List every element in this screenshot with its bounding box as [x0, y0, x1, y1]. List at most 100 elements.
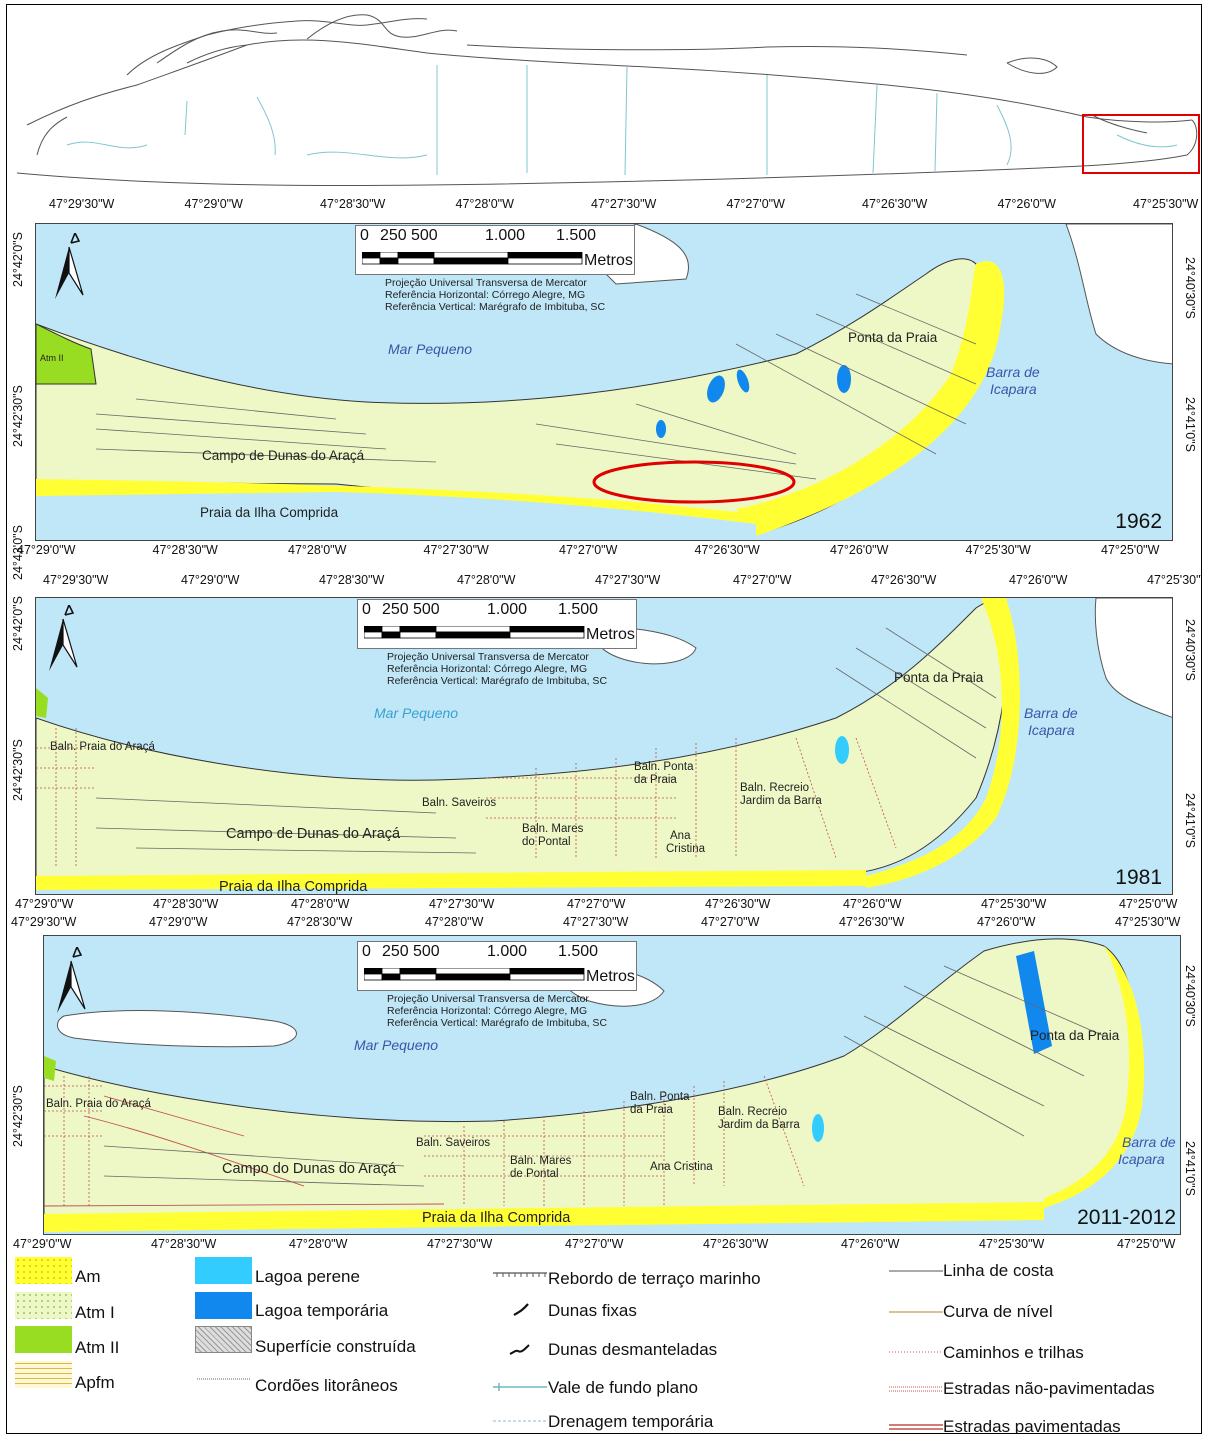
label-praia: Praia da Ilha Comprida	[422, 1210, 571, 1226]
legend-superficie: Superfície construída	[255, 1337, 416, 1356]
scale-tick-label: 500	[413, 601, 440, 618]
scale-tick-label: 0	[362, 601, 371, 618]
left-latitude-tick: 24°42'30"S	[11, 1085, 25, 1147]
scale-bar-graphic	[364, 626, 585, 639]
map-1981-drawing	[36, 598, 1172, 894]
legend-apfm: Apfm	[75, 1373, 115, 1392]
swatch-lagoa-temporaria	[195, 1292, 252, 1319]
scale-bar-graphic	[364, 968, 585, 981]
swatch-cordoes	[197, 1378, 250, 1380]
scale-tick-label: 0	[362, 943, 371, 960]
legend-dunas-desmanteladas: Dunas desmanteladas	[548, 1340, 718, 1359]
label-baln-araca: Baln. Praia do Araçá	[46, 1098, 151, 1110]
label-barra-line1: Barra de	[1122, 1134, 1176, 1150]
label-ana-2: Cristina	[666, 843, 705, 855]
swatch-superficie	[195, 1326, 252, 1353]
bottom-longitude-tick: 47°28'0"W	[289, 1237, 348, 1251]
projection-note: Referência Horizontal: Córrego Alegre, M…	[387, 1005, 588, 1017]
map-1962-drawing	[36, 224, 1172, 540]
map-panel-1981: Mar Pequeno Barra de Icapara Ponta da Pr…	[35, 597, 1173, 895]
top-longitude-tick: 47°27'0"W	[733, 573, 792, 587]
bottom-longitude-tick: 47°26'30"W	[705, 897, 771, 911]
label-baln-recreio-1: Baln. Recreio	[740, 782, 810, 794]
left-latitude-tick: 24°42'0"S	[11, 596, 25, 651]
bottom-longitude-tick: 47°25'0"W	[1101, 543, 1160, 557]
bottom-longitude-tick: 47°25'0"W	[1117, 1237, 1176, 1251]
top-longitude-tick: 47°27'0"W	[726, 197, 785, 211]
projection-note: Referência Horizontal: Córrego Alegre, M…	[387, 663, 588, 675]
bottom-longitude-tick: 47°27'30"W	[427, 1237, 493, 1251]
top-longitude-tick: 47°26'30"W	[839, 915, 905, 929]
label-baln-mares-2: de Pontal	[510, 1168, 559, 1180]
label-baln-araca: Baln. Praia do Araçá	[50, 741, 155, 753]
scale-tick-label: 500	[413, 943, 440, 960]
bottom-longitude-tick: 47°25'0"W	[1119, 897, 1178, 911]
swatch-estradas-p	[889, 1424, 943, 1430]
label-barra-line1: Barra de	[986, 364, 1040, 380]
label-baln-mares-1: Baln. Mares	[522, 823, 584, 835]
label-praia: Praia da Ilha Comprida	[219, 879, 368, 895]
left-latitude-tick: 24°42'0"S	[11, 232, 25, 287]
north-arrow-icon	[57, 947, 86, 1013]
label-baln-recreio-1: Baln. Recreio	[718, 1106, 788, 1118]
top-longitude-tick: 47°26'0"W	[977, 915, 1036, 929]
bottom-longitude-tick: 47°29'0"W	[17, 543, 76, 557]
label-barra-line2: Icapara	[990, 381, 1037, 397]
bottom-longitude-tick: 47°27'0"W	[565, 1237, 624, 1251]
top-longitude-tick: 47°26'0"W	[997, 197, 1056, 211]
top-longitude-tick: 47°26'30"W	[862, 197, 928, 211]
swatch-apfm	[15, 1361, 72, 1388]
swatch-dunas-fixas	[513, 1303, 529, 1316]
top-longitude-tick: 47°29'0"W	[181, 573, 240, 587]
scale-tick-label: 250	[382, 943, 409, 960]
scale-tick-label: 500	[411, 227, 438, 244]
projection-note: Projeção Universal Transversa de Mercato…	[385, 277, 587, 289]
projection-note: Referência Horizontal: Córrego Alegre, M…	[385, 289, 586, 301]
top-longitude-tick: 47°26'0"W	[1009, 573, 1068, 587]
label-praia: Praia da Ilha Comprida	[200, 505, 339, 520]
swatch-estradas-np	[889, 1386, 943, 1392]
top-longitude-tick: 47°28'30"W	[320, 197, 386, 211]
bottom-longitude-tick: 47°29'0"W	[15, 897, 74, 911]
top-longitude-tick: 47°29'0"W	[184, 197, 243, 211]
legend-curva: Curva de nível	[943, 1302, 1053, 1321]
north-arrow-icon	[49, 605, 78, 671]
legend-lagoa-perene: Lagoa perene	[255, 1267, 360, 1286]
scale-unit: Metros	[586, 626, 635, 643]
legend-am: Am	[75, 1267, 101, 1286]
top-longitude-tick: 47°28'0"W	[425, 915, 484, 929]
legend-vale: Vale de fundo plano	[548, 1378, 698, 1397]
label-baln-mares-2: do Pontal	[522, 836, 571, 848]
label-baln-saveiros: Baln. Saveiros	[422, 797, 497, 809]
swatch-lagoa-perene	[195, 1257, 252, 1284]
top-longitude-tick: 47°27'30"W	[591, 197, 657, 211]
year-label: 1981	[1115, 866, 1162, 889]
label-baln-saveiros: Baln. Saveiros	[416, 1137, 491, 1149]
projection-note: Referência Vertical: Marégrafo de Imbitu…	[387, 1017, 608, 1029]
projection-note: Projeção Universal Transversa de Mercato…	[387, 651, 589, 663]
top-longitude-tick: 47°29'30"W	[43, 573, 109, 587]
legend-cordoes: Cordões litorâneos	[255, 1376, 398, 1395]
bottom-longitude-tick: 47°28'30"W	[153, 897, 219, 911]
legend-atm2: Atm II	[75, 1338, 120, 1357]
scale-unit: Metros	[586, 968, 635, 985]
label-baln-ponta-1: Baln. Ponta	[634, 761, 694, 773]
projection-note: Referência Vertical: Marégrafo de Imbitu…	[385, 301, 606, 313]
bottom-longitude-tick: 47°26'0"W	[841, 1237, 900, 1251]
swatch-drenagem	[493, 1420, 547, 1422]
label-mar-pequeno: Mar Pequeno	[354, 1037, 439, 1053]
year-label: 1962	[1115, 510, 1162, 533]
legend-lagoa-temporaria: Lagoa temporária	[255, 1301, 389, 1320]
scale-tick-label: 1.500	[556, 227, 597, 244]
top-longitude-tick: 47°28'0"W	[455, 197, 514, 211]
scale-tick-label: 250	[382, 601, 409, 618]
label-baln-ponta-2: da Praia	[630, 1104, 673, 1116]
label-campo-de-dunas: Campo de Dunas do Araçá	[202, 448, 365, 463]
label-ana-1: Ana	[670, 830, 691, 842]
scale-tick-label: 1.500	[558, 601, 599, 618]
bottom-longitude-tick: 47°28'0"W	[288, 543, 347, 557]
left-latitude-tick: 24°43'0"S	[11, 525, 25, 580]
top-longitude-tick: 47°25'30"W	[1115, 915, 1181, 929]
